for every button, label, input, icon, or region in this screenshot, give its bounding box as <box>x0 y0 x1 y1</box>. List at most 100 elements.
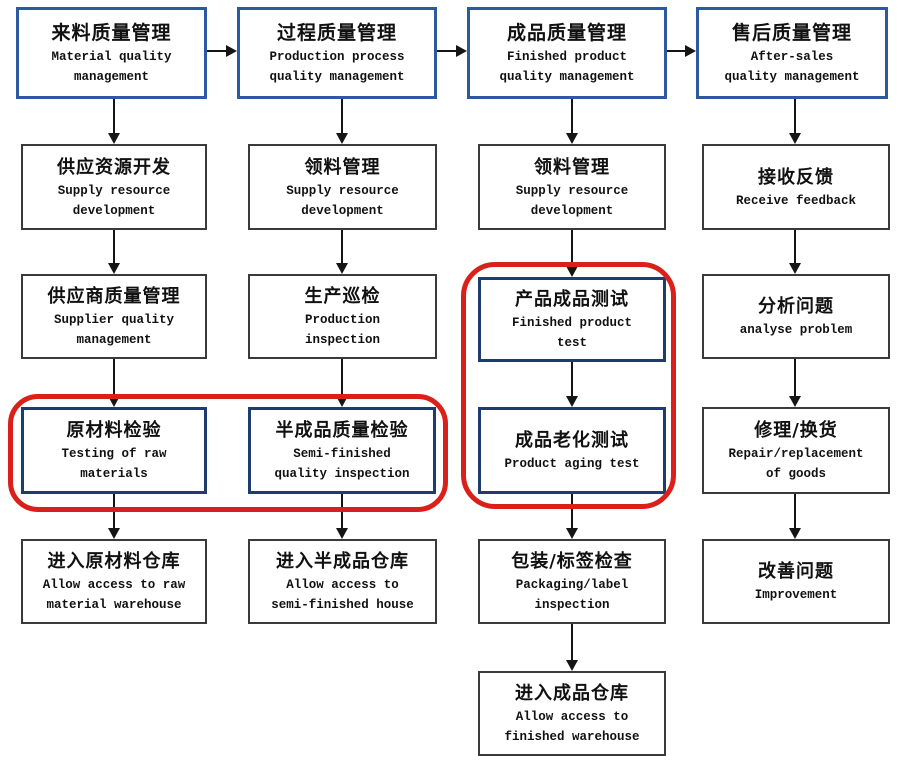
node-finished-product-test: 产品成品测试 Finished product test <box>478 277 666 362</box>
node-title-en: Production inspection <box>304 313 380 347</box>
node-title-en: Supply resource development <box>286 183 399 218</box>
down-arrow <box>108 230 120 274</box>
arrow-head <box>336 528 348 539</box>
arrow-shaft <box>207 50 226 52</box>
node-title-zh: 接收反馈 <box>758 166 834 188</box>
arrow-head <box>566 396 578 407</box>
arrow-shaft <box>571 494 573 528</box>
arrow-head <box>566 133 578 144</box>
down-arrow <box>566 362 578 407</box>
node-analyse-problem: 分析问题 analyse problem <box>702 274 890 359</box>
arrow-head <box>789 133 801 144</box>
arrow-shaft <box>794 359 796 396</box>
down-arrow <box>336 99 348 144</box>
node-title-zh: 分析问题 <box>758 296 834 317</box>
node-title-en: Supply resource development <box>57 183 171 218</box>
arrow-shaft <box>113 99 115 133</box>
node-title-en: Material quality management <box>51 49 172 84</box>
down-arrow <box>789 494 801 539</box>
node-product-aging-test: 成品老化测试 Product aging test <box>478 407 666 494</box>
node-finished-warehouse: 进入成品仓库 Allow access to finished warehous… <box>478 671 666 756</box>
arrow-shaft <box>341 494 343 528</box>
arrow-head <box>789 528 801 539</box>
node-title-zh: 过程质量管理 <box>276 21 397 44</box>
arrow-shaft <box>571 624 573 660</box>
node-title-zh: 生产巡检 <box>304 286 381 307</box>
arrow-head <box>685 45 696 57</box>
node-title-en: Allow access to semi-finished house <box>271 578 414 612</box>
arrow-shaft <box>794 99 796 133</box>
arrow-head <box>336 263 348 274</box>
arrow-head <box>789 263 801 274</box>
node-title-zh: 产品成品测试 <box>515 289 629 310</box>
down-arrow <box>566 494 578 539</box>
node-title-zh: 成品质量管理 <box>506 21 627 44</box>
node-title-zh: 供应资源开发 <box>57 156 171 178</box>
node-finished-quality-header: 成品质量管理 Finished product quality manageme… <box>467 7 667 99</box>
down-arrow <box>566 230 578 277</box>
down-arrow <box>336 359 348 407</box>
node-title-en: Finished product test <box>511 316 633 350</box>
arrow-head <box>789 396 801 407</box>
node-receive-feedback: 接收反馈 Receive feedback <box>702 144 890 230</box>
arrow-shaft <box>571 99 573 133</box>
down-arrow <box>108 99 120 144</box>
down-arrow <box>108 359 120 407</box>
down-arrow <box>336 494 348 539</box>
node-supplier-quality-management: 供应商质量管理 Supplier quality management <box>21 274 207 359</box>
arrow-shaft <box>341 99 343 133</box>
node-title-en: Allow access to finished warehouse <box>504 710 640 744</box>
node-title-en: After-sales quality management <box>724 49 860 84</box>
node-title-zh: 进入原材料仓库 <box>47 551 181 572</box>
node-title-zh: 原材料检验 <box>66 420 162 441</box>
arrow-head <box>566 660 578 671</box>
node-raw-material-testing: 原材料检验 Testing of raw materials <box>21 407 207 494</box>
node-title-zh: 包装/标签检查 <box>511 551 633 572</box>
arrow-shaft <box>341 359 343 396</box>
arrow-shaft <box>794 494 796 528</box>
node-title-zh: 成品老化测试 <box>515 430 629 451</box>
node-title-zh: 售后质量管理 <box>731 21 852 44</box>
node-production-inspection: 生产巡检 Production inspection <box>248 274 437 359</box>
arrow-head <box>456 45 467 57</box>
node-aftersales-quality-header: 售后质量管理 After-sales quality management <box>696 7 888 99</box>
node-title-en: Finished product quality management <box>499 49 635 84</box>
node-title-en: Production process quality management <box>269 49 405 84</box>
node-material-requisition-finished: 领料管理 Supply resource development <box>478 144 666 230</box>
node-semi-finished-warehouse: 进入半成品仓库 Allow access to semi-finished ho… <box>248 539 437 624</box>
node-title-zh: 供应商质量管理 <box>47 286 181 307</box>
arrow-shaft <box>571 362 573 396</box>
node-supply-resource-development: 供应资源开发 Supply resource development <box>21 144 207 230</box>
down-arrow <box>566 624 578 671</box>
node-title-en: Packaging/label inspection <box>515 578 629 612</box>
node-title-en: Testing of raw materials <box>61 447 167 481</box>
node-title-en: Semi-finished quality inspection <box>274 447 410 481</box>
down-arrow <box>789 99 801 144</box>
arrow-head <box>108 263 120 274</box>
arrow-head <box>108 133 120 144</box>
node-title-zh: 进入成品仓库 <box>515 683 629 704</box>
right-arrow <box>437 45 467 57</box>
right-arrow <box>207 45 237 57</box>
node-title-zh: 来料质量管理 <box>51 21 172 44</box>
down-arrow <box>336 230 348 274</box>
right-arrow <box>667 45 696 57</box>
node-title-en: Improvement <box>754 588 838 602</box>
arrow-head <box>226 45 237 57</box>
down-arrow <box>789 230 801 274</box>
down-arrow <box>108 494 120 539</box>
arrow-shaft <box>437 50 456 52</box>
arrow-shaft <box>794 230 796 263</box>
node-raw-material-warehouse: 进入原材料仓库 Allow access to raw material war… <box>21 539 207 624</box>
node-title-zh: 领料管理 <box>534 156 610 178</box>
down-arrow <box>789 359 801 407</box>
arrow-shaft <box>571 230 573 266</box>
arrow-head <box>336 133 348 144</box>
node-title-zh: 改善问题 <box>758 561 834 582</box>
arrow-shaft <box>667 50 685 52</box>
node-title-en: Supplier quality management <box>53 313 175 347</box>
node-incoming-quality-header: 来料质量管理 Material quality management <box>16 7 207 99</box>
node-semi-finished-inspection: 半成品质量检验 Semi-finished quality inspection <box>248 407 436 494</box>
arrow-shaft <box>341 230 343 263</box>
node-title-zh: 半成品质量检验 <box>275 420 409 441</box>
